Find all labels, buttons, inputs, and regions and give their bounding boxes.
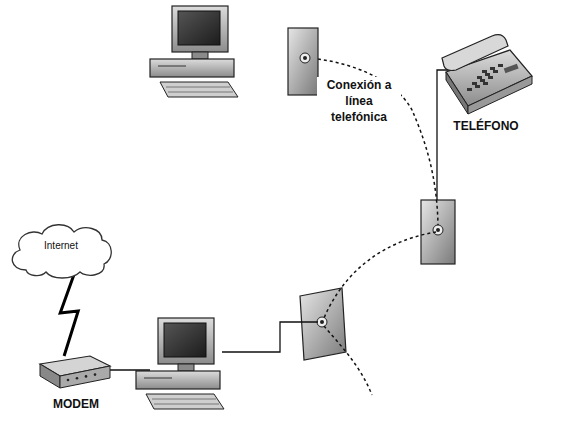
phone-key	[483, 82, 488, 85]
computer	[164, 323, 206, 357]
phone-base	[468, 76, 532, 114]
computer	[146, 394, 224, 409]
node-label: TELÉFONO	[440, 119, 532, 134]
wall-jack	[300, 288, 346, 360]
phone-cable	[437, 70, 452, 200]
computer	[150, 59, 234, 77]
wall-jack	[320, 320, 324, 324]
jack-socket	[303, 56, 307, 60]
modem-led	[94, 373, 97, 376]
node-label: MODEM	[34, 397, 118, 412]
phone-display	[504, 64, 519, 73]
wall-jack	[300, 288, 346, 360]
computer	[160, 82, 238, 97]
network-cable	[110, 322, 318, 370]
modem-side	[40, 364, 60, 388]
jack-socket	[300, 53, 310, 63]
modem-device	[40, 356, 110, 388]
phone-key	[482, 70, 487, 73]
phone-key	[498, 64, 503, 67]
modem-led	[67, 379, 70, 382]
internet-cloud: Internet	[6, 220, 116, 280]
lightning-link	[60, 274, 78, 356]
computer	[168, 92, 233, 93]
computer	[192, 52, 208, 59]
phone-handset	[442, 35, 508, 71]
wall-jack	[436, 228, 440, 232]
network-cable	[110, 369, 150, 370]
network-cable	[222, 322, 318, 352]
computer	[158, 66, 186, 67]
phone-key	[475, 85, 480, 88]
modem-front	[60, 366, 110, 388]
telephone	[442, 35, 532, 114]
phone-key	[488, 76, 493, 79]
wall-jack	[421, 200, 455, 264]
telephone: TELÉFONO	[432, 28, 538, 138]
phone-key	[472, 82, 477, 85]
wall-jack-plate	[288, 28, 318, 95]
modem-led	[85, 375, 88, 378]
computer	[172, 6, 228, 52]
modem: MODEM	[34, 350, 120, 414]
computer	[150, 6, 238, 97]
wall-jack	[433, 225, 443, 235]
phone-key	[480, 79, 485, 82]
phone-base	[446, 72, 468, 114]
wall-jack	[421, 200, 455, 264]
internet-cloud	[12, 225, 111, 278]
wall-jack	[317, 317, 327, 327]
phone-key	[493, 70, 498, 73]
wall-jack-label: Conexión a línea telefónica	[285, 25, 403, 141]
computer	[178, 364, 194, 371]
node-label: Conexión a línea telefónica	[317, 77, 401, 125]
modem-led	[76, 377, 79, 380]
computer	[166, 87, 230, 88]
computer	[136, 318, 224, 409]
dashed-wiring	[324, 232, 436, 318]
computer	[136, 371, 220, 389]
computer	[154, 404, 219, 405]
phone-key	[490, 67, 495, 70]
phone-key	[467, 88, 472, 91]
wall-jack	[288, 28, 318, 95]
computer	[158, 318, 214, 364]
dashed-wiring	[306, 58, 438, 395]
dashed-wiring	[306, 58, 438, 225]
computer	[144, 378, 172, 379]
phone-cable	[437, 70, 452, 200]
phone-key	[485, 73, 490, 76]
computer	[178, 11, 220, 45]
computer	[152, 399, 216, 400]
node-label: Internet	[16, 239, 106, 252]
phone-key	[477, 76, 482, 79]
dashed-wiring	[324, 326, 372, 395]
